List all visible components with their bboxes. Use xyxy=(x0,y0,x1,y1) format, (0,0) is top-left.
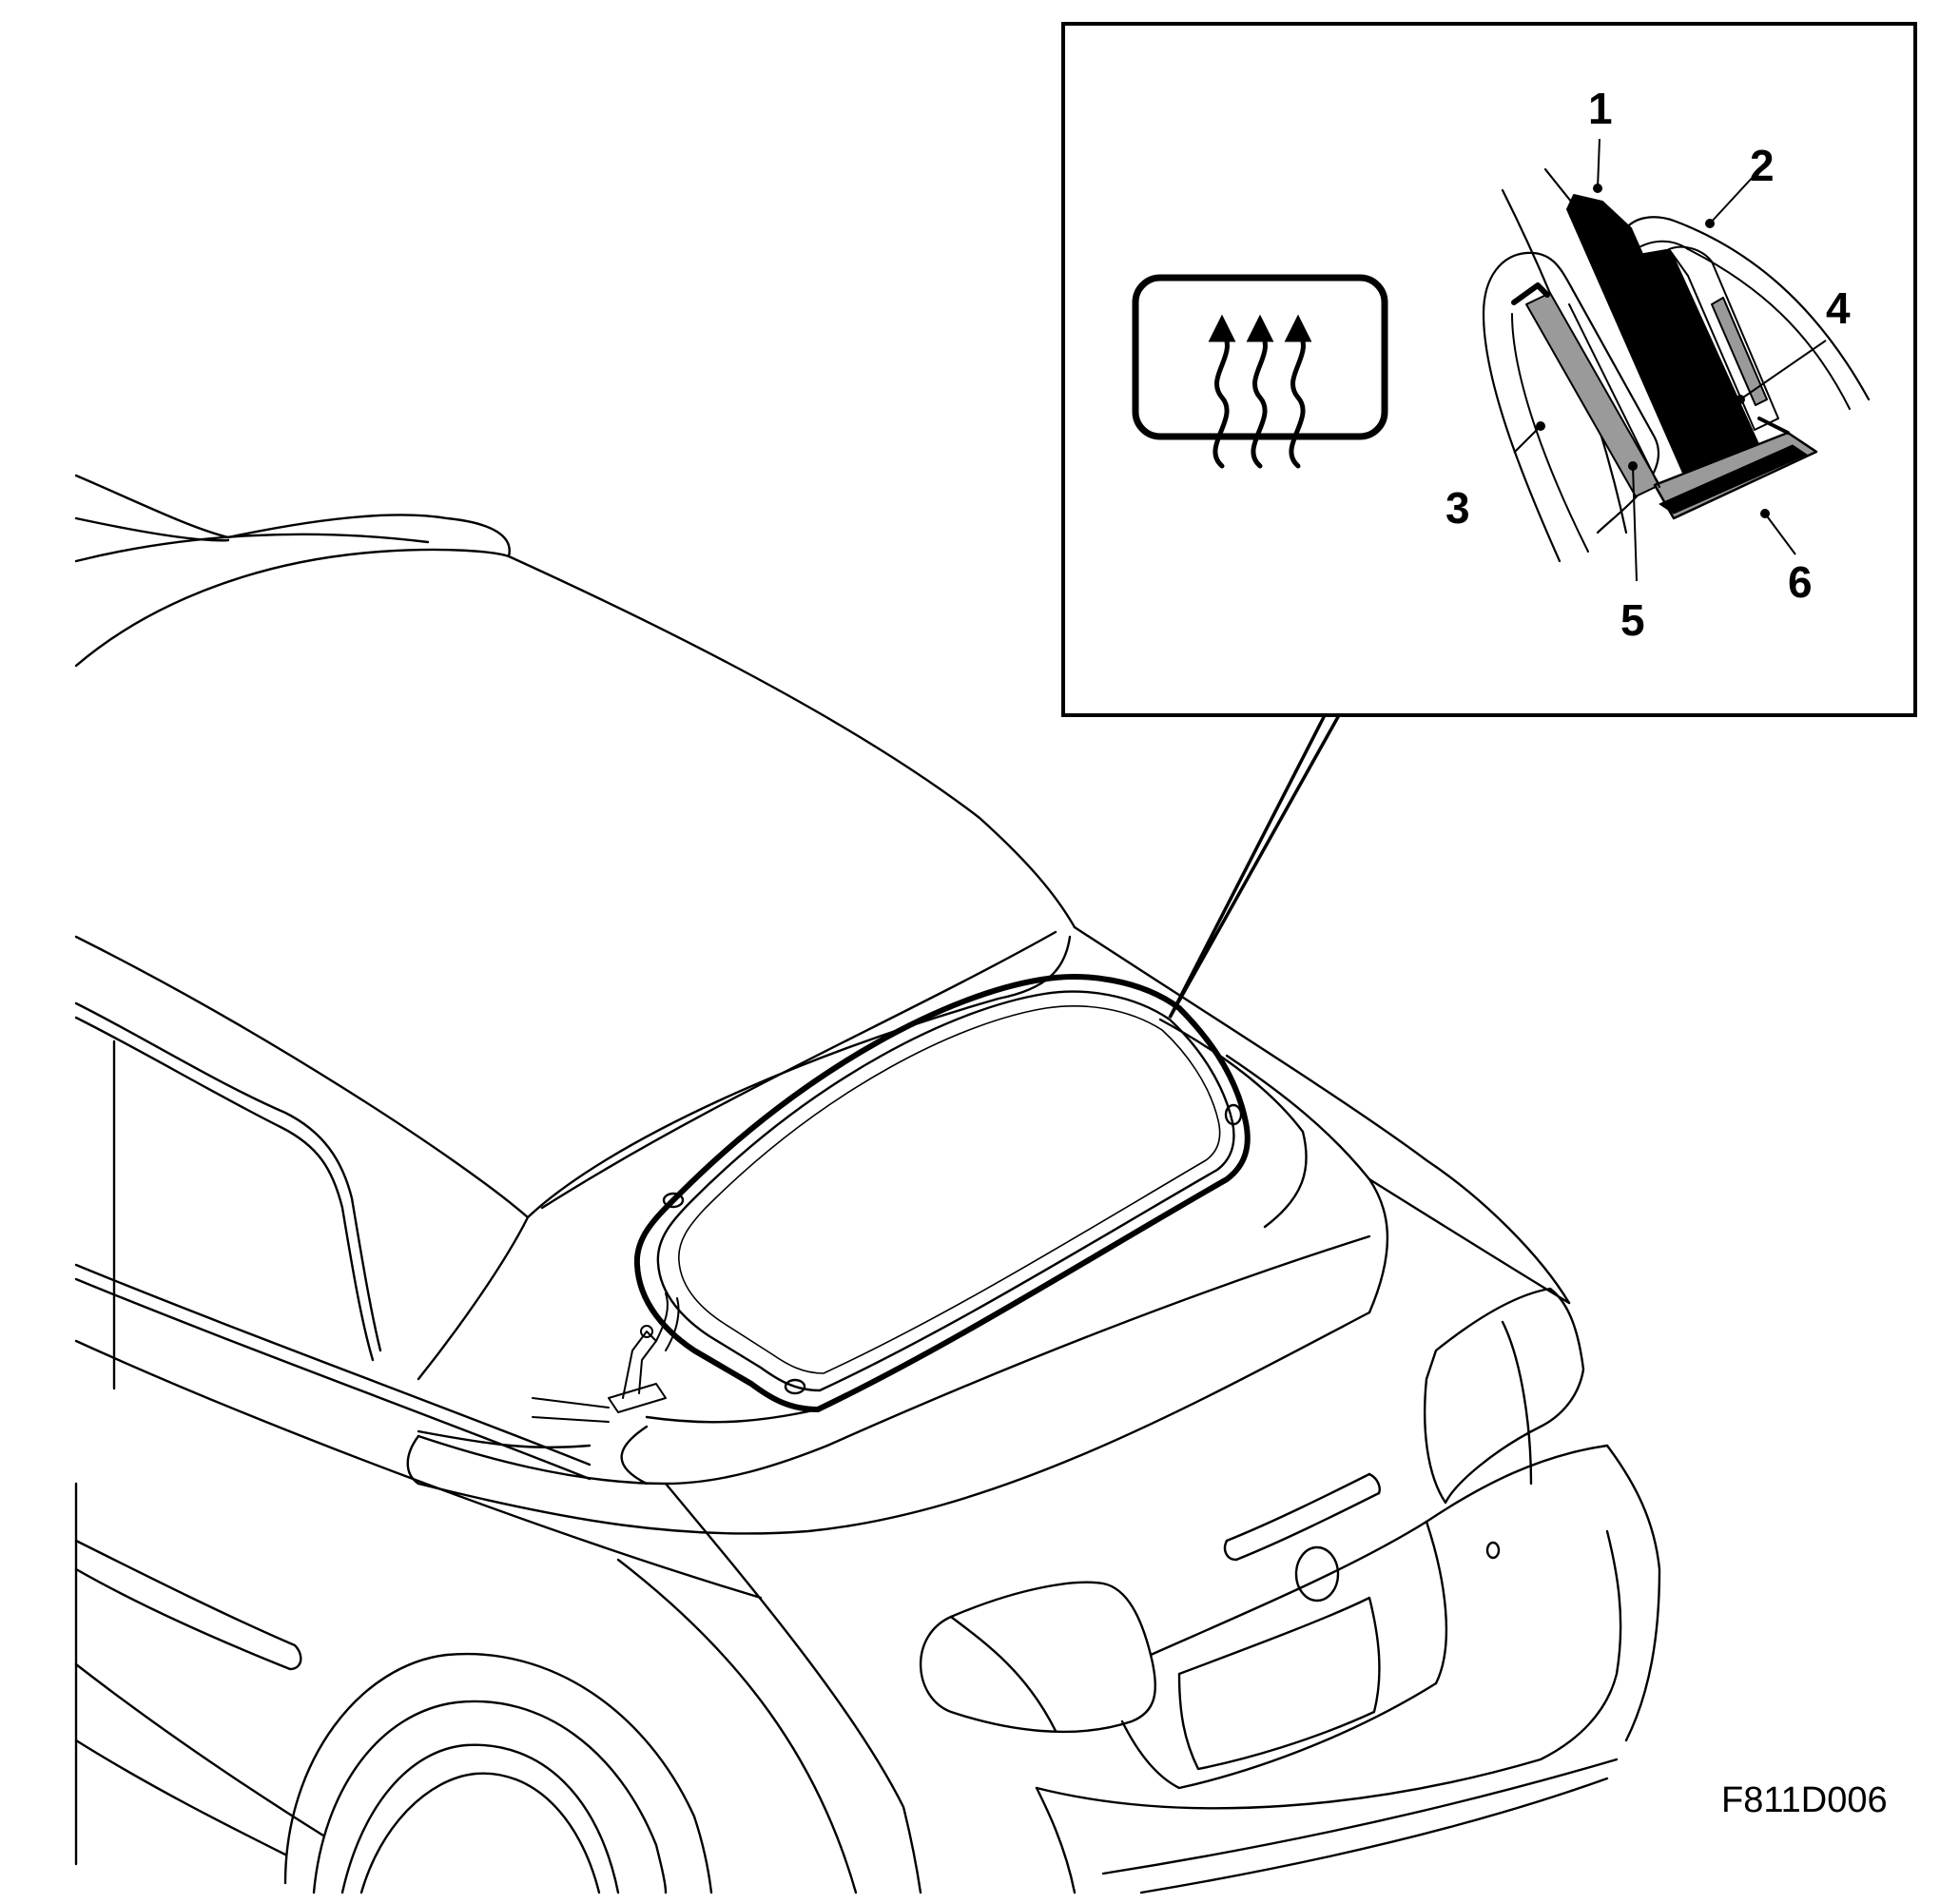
callout-dots xyxy=(1536,184,1770,518)
quarter-window xyxy=(74,1001,382,1390)
detail-inset: 1 2 3 4 5 6 xyxy=(1061,22,1917,717)
right-taillight xyxy=(1424,1287,1585,1505)
soft-top-roof xyxy=(74,474,1077,1381)
vehicle-drawing xyxy=(74,474,1661,1894)
left-taillight xyxy=(919,1581,1157,1734)
figure-code: F811D006 xyxy=(1721,1780,1888,1820)
callout-6: 6 xyxy=(1788,557,1813,607)
callout-5: 5 xyxy=(1620,595,1645,645)
rear-window-defrost-icon xyxy=(1132,274,1388,469)
callout-1: 1 xyxy=(1588,84,1613,133)
trunk-lid xyxy=(1120,1472,1501,1790)
detail-pointer xyxy=(1168,714,1341,1019)
rear-window xyxy=(633,974,1251,1412)
trunk-deck xyxy=(406,925,1571,1535)
top-hinge-mechanism xyxy=(532,1292,680,1423)
side-body xyxy=(74,1263,763,1866)
callout-4: 4 xyxy=(1826,283,1851,333)
seal-cross-section xyxy=(1482,167,1871,563)
callout-leaders xyxy=(1513,138,1827,582)
callout-3: 3 xyxy=(1445,483,1470,533)
rear-wheel-arch xyxy=(283,1652,713,1894)
rear-bumper xyxy=(616,1444,1661,1894)
callout-2: 2 xyxy=(1750,141,1775,190)
